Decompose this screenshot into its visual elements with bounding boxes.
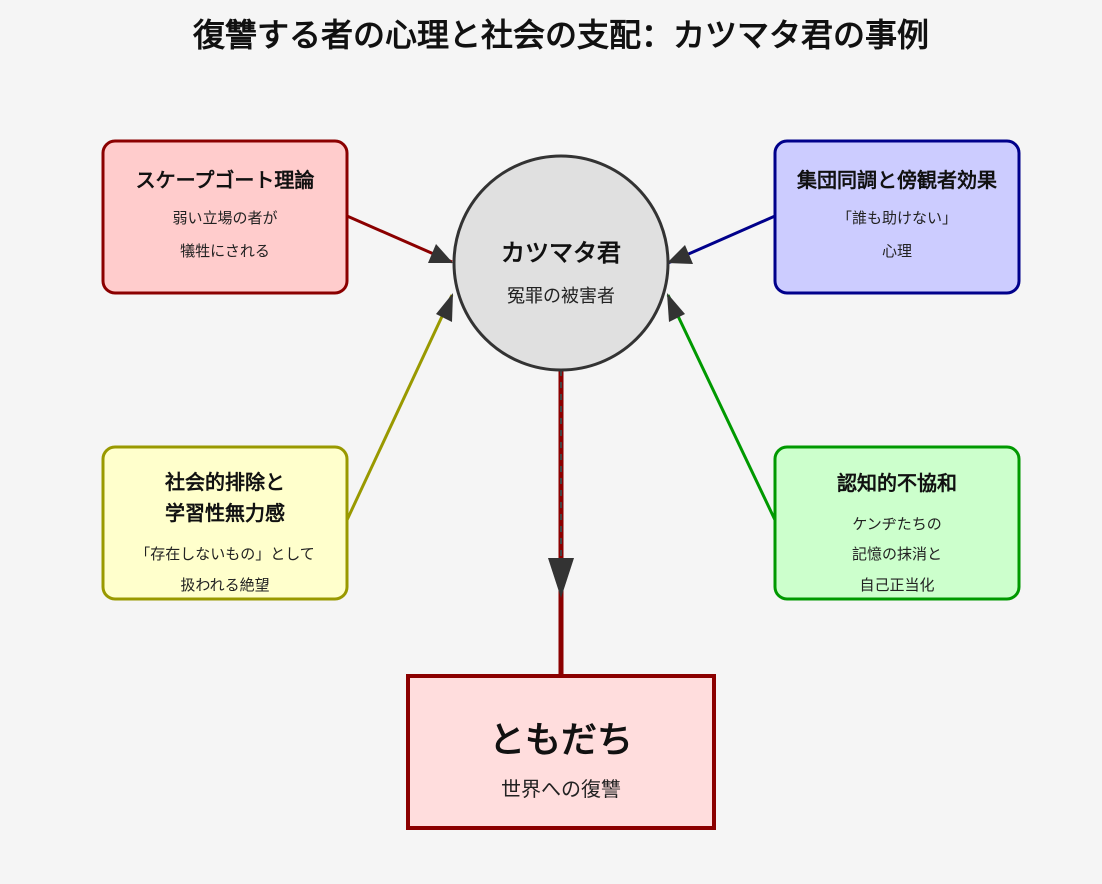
box-conformity-title: 集団同調と傍観者効果 — [796, 168, 997, 192]
arrowhead-conformity — [667, 245, 693, 264]
box-scapegoat-title: スケープゴート理論 — [136, 168, 316, 192]
center-subtitle: 冤罪の被害者 — [507, 286, 615, 307]
arrowhead-dissonance — [667, 293, 685, 322]
box-dissonance-line-2: 記憶の抹消と — [852, 545, 942, 563]
arrowhead-exclusion — [436, 293, 453, 322]
center-node: カツマタ君 冤罪の被害者 — [452, 154, 670, 372]
box-exclusion-line-1: 「存在しないもの」として — [135, 545, 315, 563]
outcome-subtitle: 世界への復讐 — [501, 777, 621, 801]
box-scapegoat-line-2: 犠牲にされる — [180, 242, 270, 260]
box-dissonance-title: 認知的不協和 — [837, 471, 957, 495]
box-conformity: 集団同調と傍観者効果 「誰も助けない」 心理 — [773, 139, 1021, 295]
box-exclusion-title-2: 学習性無力感 — [165, 501, 285, 525]
arrowhead-outcome — [548, 558, 574, 598]
box-exclusion-rect — [101, 445, 349, 601]
center-circle — [452, 154, 670, 372]
diagram-title: 復讐する者の心理と社会の支配：カツマタ君の事例 — [192, 16, 929, 54]
center-title: カツマタ君 — [501, 239, 621, 267]
box-exclusion-title-1: 社会的排除と — [164, 470, 285, 494]
box-exclusion-line-2: 扱われる絶望 — [180, 576, 269, 594]
box-scapegoat-rect — [101, 139, 349, 295]
box-exclusion: 社会的排除と 学習性無力感 「存在しないもの」として 扱われる絶望 — [101, 445, 349, 601]
box-scapegoat-line-1: 弱い立場の者が — [172, 209, 277, 227]
box-dissonance-line-3: 自己正当化 — [859, 576, 934, 594]
box-conformity-line-2: 心理 — [882, 242, 912, 260]
outcome-node: ともだち 世界への復讐 — [406, 674, 716, 830]
connector-exclusion — [345, 294, 454, 521]
outcome-title: ともだち — [489, 720, 633, 761]
connector-dissonance — [666, 294, 777, 521]
arrowhead-scapegoat — [428, 244, 453, 263]
box-conformity-line-1: 「誰も助けない」 — [837, 209, 957, 227]
box-dissonance-line-1: ケンヂたちの — [852, 515, 942, 533]
box-scapegoat: スケープゴート理論 弱い立場の者が 犠牲にされる — [101, 139, 349, 295]
outcome-rect — [406, 674, 716, 830]
box-dissonance-rect — [773, 445, 1021, 601]
box-conformity-rect — [773, 139, 1021, 295]
box-dissonance: 認知的不協和 ケンヂたちの 記憶の抹消と 自己正当化 — [773, 445, 1021, 601]
